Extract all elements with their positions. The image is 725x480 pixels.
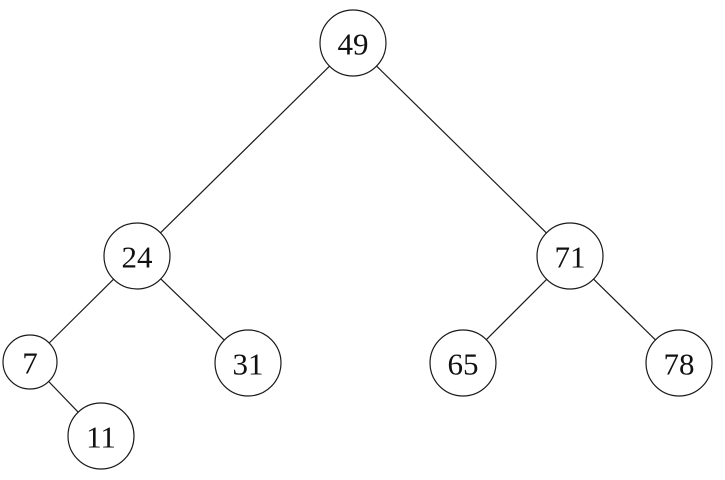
node-circle <box>429 329 497 397</box>
tree-node-24: 24 <box>103 222 171 290</box>
tree-edge-24-7 <box>48 278 115 344</box>
node-label: 65 <box>448 347 479 382</box>
node-label: 7 <box>22 346 38 381</box>
tree-node-65: 65 <box>429 329 497 397</box>
node-label: 49 <box>338 27 369 62</box>
node-label: 24 <box>122 240 154 275</box>
node-label: 11 <box>86 420 116 455</box>
tree-edge-71-78 <box>593 278 656 341</box>
tree-node-78: 78 <box>645 329 713 397</box>
node-circle <box>645 329 713 397</box>
node-label: 71 <box>555 240 586 275</box>
node-label: 78 <box>664 347 695 382</box>
tree-edge-71-65 <box>485 278 548 341</box>
tree-edge-7-11 <box>48 381 79 413</box>
tree-edge-49-71 <box>376 65 547 234</box>
tree-node-71: 71 <box>536 222 604 290</box>
node-label: 31 <box>233 347 264 382</box>
tree-edge-24-31 <box>160 278 225 341</box>
tree-node-11: 11 <box>67 402 135 470</box>
node-circle <box>2 334 58 390</box>
node-circle <box>319 9 387 77</box>
node-circle <box>536 222 604 290</box>
tree-node-49: 49 <box>319 9 387 77</box>
tree-edge-49-24 <box>160 65 330 234</box>
node-circle <box>67 402 135 470</box>
node-circle <box>214 329 282 397</box>
tree-node-7: 7 <box>2 334 58 390</box>
node-circle <box>103 222 171 290</box>
tree-node-31: 31 <box>214 329 282 397</box>
